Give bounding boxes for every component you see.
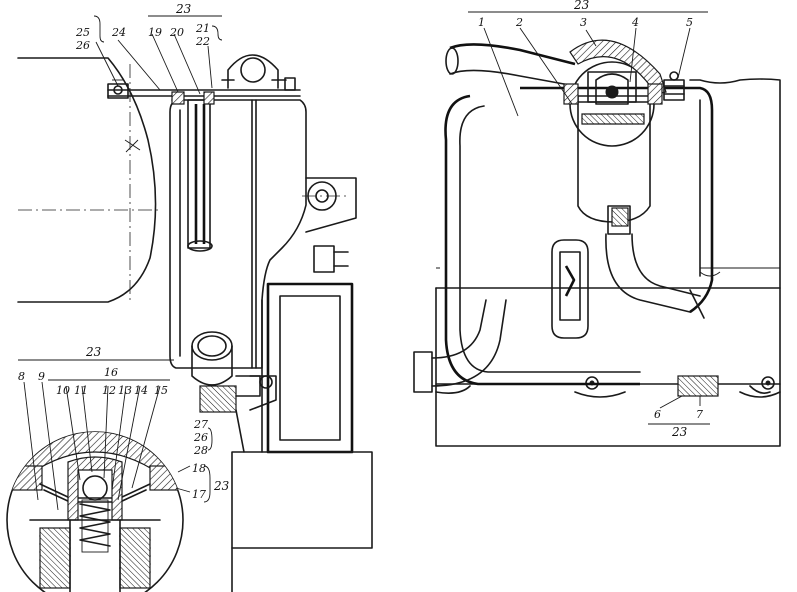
left-view — [17, 54, 373, 592]
callout-labels: 23 25 26 24 19 20 21 22 23 1 2 3 4 5 6 7… — [18, 0, 703, 501]
detail-circle — [6, 431, 184, 592]
label-18: 18 — [192, 462, 206, 475]
label-1: 1 — [478, 16, 485, 29]
label-22: 22 — [195, 35, 210, 48]
label-23-detail-side: 23 — [213, 479, 230, 493]
label-6: 6 — [654, 408, 661, 421]
label-10: 10 — [56, 384, 70, 397]
label-24: 24 — [111, 26, 126, 39]
label-19: 19 — [148, 26, 162, 39]
label-28: 28 — [193, 444, 208, 457]
label-13: 13 — [118, 384, 132, 397]
label-23-detail: 23 — [85, 345, 102, 359]
label-7: 7 — [696, 408, 703, 421]
label-2: 2 — [515, 16, 523, 29]
label-26-lower: 26 — [193, 431, 208, 444]
label-4: 4 — [631, 16, 639, 29]
right-view — [413, 39, 781, 447]
label-21: 21 — [195, 22, 210, 35]
label-14: 14 — [134, 384, 148, 397]
label-15: 15 — [154, 384, 168, 397]
group-brackets — [18, 11, 710, 503]
label-23-right: 23 — [573, 0, 590, 12]
label-16: 16 — [104, 366, 118, 379]
label-17: 17 — [192, 488, 206, 501]
label-12: 12 — [102, 384, 116, 397]
label-11: 11 — [74, 384, 88, 397]
label-5: 5 — [686, 16, 693, 29]
label-27: 27 — [193, 418, 208, 431]
label-9: 9 — [38, 370, 45, 383]
label-8: 8 — [18, 370, 25, 383]
label-25: 25 — [75, 26, 90, 39]
label-26: 26 — [75, 39, 90, 52]
label-20: 20 — [169, 26, 184, 39]
label-23-left: 23 — [175, 2, 192, 16]
leader-lines — [23, 27, 701, 511]
label-3: 3 — [580, 16, 587, 29]
label-23-bottom-right: 23 — [671, 425, 688, 439]
